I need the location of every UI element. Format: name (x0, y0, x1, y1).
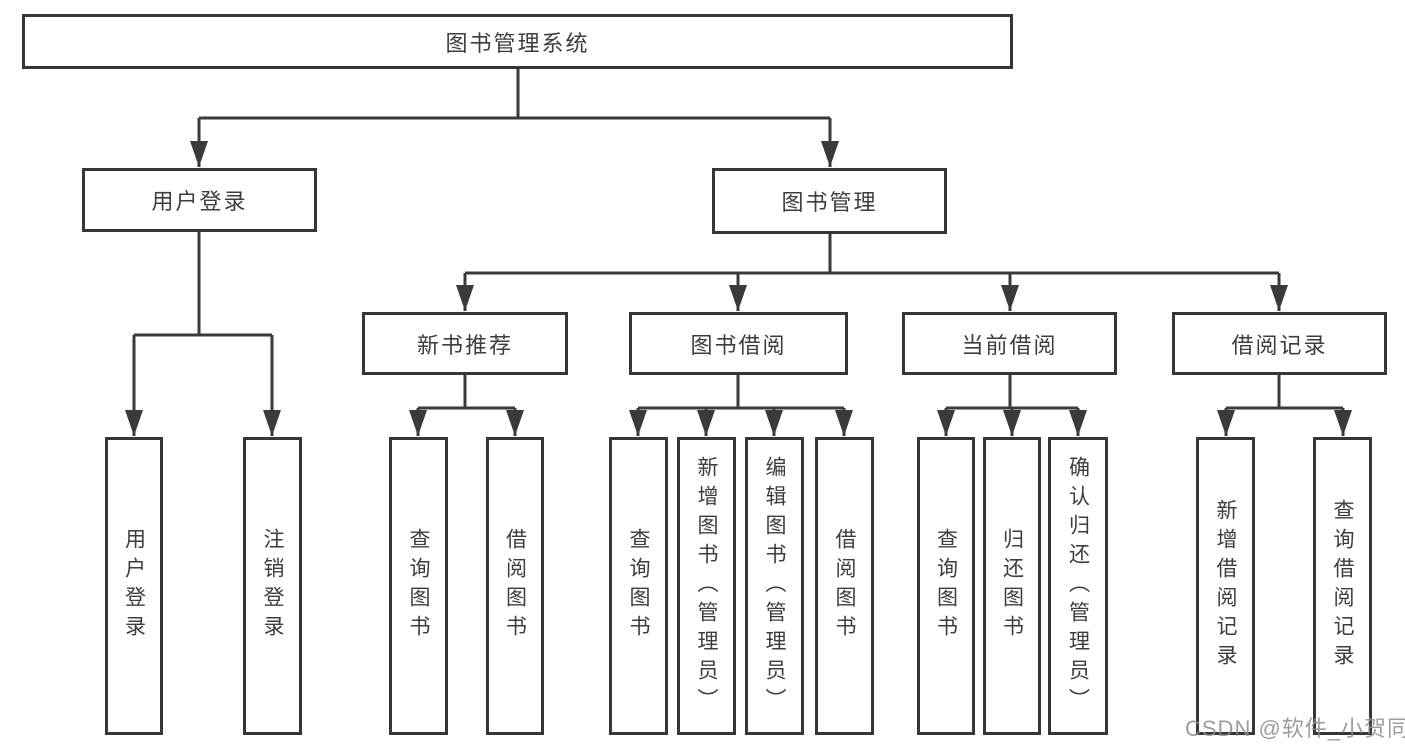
node-book-borrow: 图书借阅 (629, 312, 848, 375)
node-label: 查询图书 (934, 528, 958, 644)
node-user-login-leaf: 用户登录 (105, 437, 163, 735)
node-new-book-recommend: 新书推荐 (362, 312, 568, 375)
node-label: 注销登录 (261, 528, 284, 644)
node-borrow-records: 借阅记录 (1172, 312, 1387, 375)
node-library-management-system: 图书管理系统 (22, 14, 1013, 69)
node-edit-book-admin: 编辑图书（管理员） (745, 437, 804, 735)
node-confirm-return-admin: 确认归还（管理员） (1048, 437, 1108, 735)
node-query-borrow-record: 查询借阅记录 (1313, 437, 1372, 735)
node-borrow-books-borrow: 借阅图书 (815, 437, 874, 735)
node-logout: 注销登录 (243, 437, 302, 735)
node-label: 新增图书（管理员） (695, 455, 718, 717)
node-book-management: 图书管理 (712, 168, 947, 234)
connector-trunks (134, 69, 1343, 410)
node-query-books-borrow: 查询图书 (609, 437, 668, 735)
node-add-book-admin: 新增图书（管理员） (677, 437, 736, 735)
node-query-books-current: 查询图书 (917, 437, 975, 735)
node-label: 查询图书 (627, 528, 650, 644)
node-label: 查询借阅记录 (1331, 499, 1354, 673)
node-return-books: 归还图书 (983, 437, 1041, 735)
node-current-borrow: 当前借阅 (902, 312, 1117, 375)
node-borrow-books-recommend: 借阅图书 (486, 437, 544, 735)
node-query-books-recommend: 查询图书 (389, 437, 448, 735)
node-add-borrow-record: 新增借阅记录 (1196, 437, 1255, 735)
csdn-watermark: CSDN @软件_小贺同学 (1185, 716, 1405, 741)
node-label: 借阅图书 (503, 528, 527, 644)
node-label: 确认归还（管理员） (1066, 455, 1090, 717)
node-label: 用户登录 (122, 528, 146, 644)
node-label: 查询图书 (407, 528, 430, 644)
node-label: 归还图书 (1000, 528, 1024, 644)
node-label: 借阅图书 (833, 528, 856, 644)
node-user-login: 用户登录 (82, 168, 317, 232)
node-label: 编辑图书（管理员） (763, 455, 786, 717)
node-label: 新增借阅记录 (1214, 499, 1237, 673)
